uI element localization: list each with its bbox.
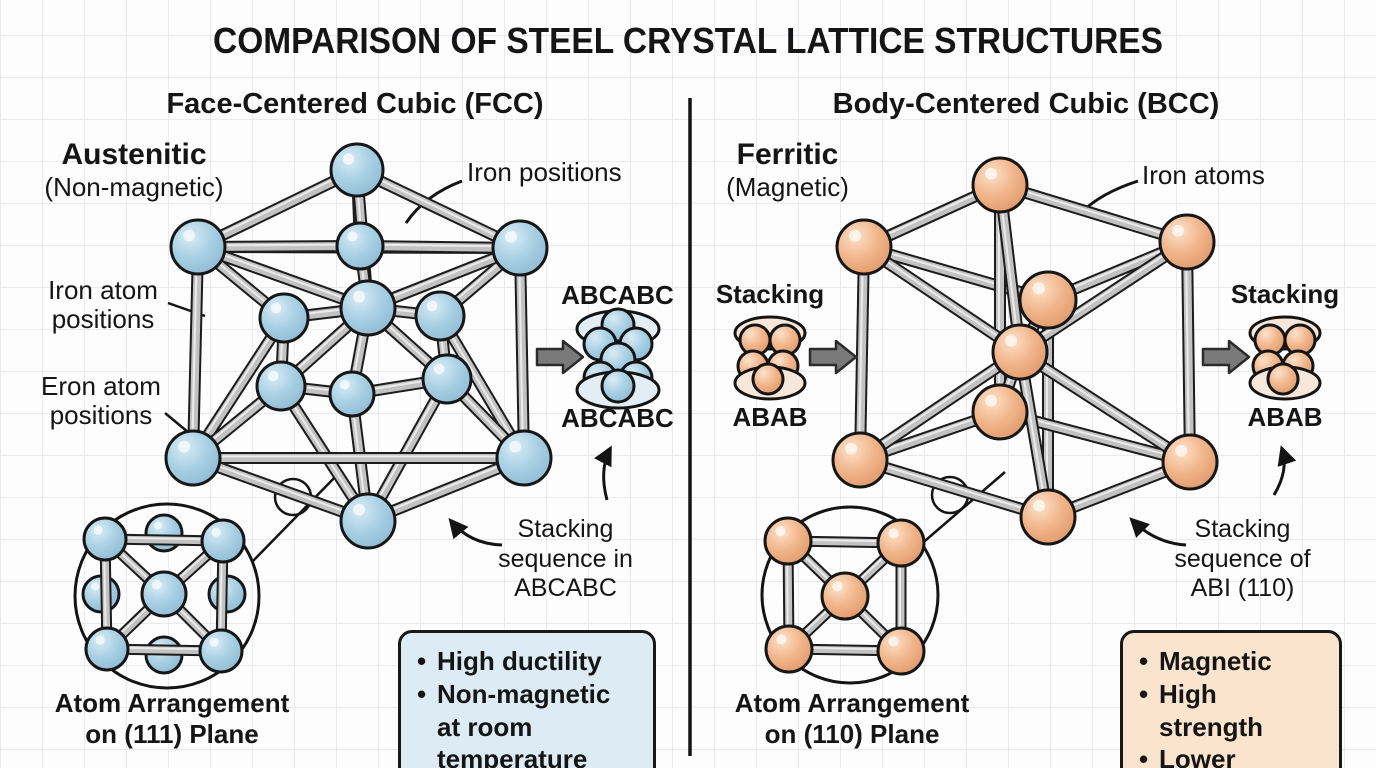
bcc-stack-sequence-right: ABAB	[1247, 402, 1323, 432]
bcc-stack-note: Stacking sequence of ABI (110)	[1174, 515, 1311, 602]
fcc-properties-box: High ductility Non-magnetic at room temp…	[398, 630, 656, 768]
bcc-stacking-label-right: Stacking	[1230, 279, 1340, 309]
bcc-phase-note: (Magnetic)	[726, 171, 849, 202]
bcc-property-item: Lower ductility	[1135, 743, 1325, 768]
bcc-inset-lattice	[763, 516, 926, 676]
fcc-iron-positions-label: Iron positions	[467, 157, 622, 187]
fcc-lattice	[164, 142, 553, 550]
bcc-seq-up-arrow	[1272, 445, 1297, 496]
bcc-inset-leader	[911, 471, 1006, 553]
bcc-property-item: High strength	[1135, 678, 1325, 744]
fcc-inset-caption: Atom Arrangement on (111) Plane	[47, 688, 297, 750]
fcc-inset-caption-line2: on (111) Plane	[85, 719, 259, 750]
bcc-header: Body-Centered Cubic (BCC)	[832, 88, 1220, 120]
fcc-seq-up-arrow	[594, 445, 612, 501]
fcc-stacking-arrow	[535, 339, 585, 375]
bcc-inset-caption-line1: Atom Arrangement	[734, 688, 970, 718]
fcc-property-item: Non-magnetic at room temperature	[413, 678, 639, 768]
fcc-properties-list: High ductility Non-magnetic at room temp…	[413, 645, 639, 768]
bcc-properties-box: Magnetic High strength Lower ductility	[1120, 630, 1342, 768]
fcc-inset-caption-line1: Atom Arrangement	[54, 688, 290, 718]
bcc-inset-caption-line2: on (110) Plane	[764, 719, 940, 750]
bcc-stack-sequence-left: ABAB	[732, 402, 808, 432]
bcc-inset-caption: Atom Arrangement on (110) Plane	[727, 688, 977, 750]
bcc-lattice	[831, 156, 1219, 546]
fcc-stack-sequence-top: ABCABC	[561, 280, 674, 310]
bcc-phase-name: Ferritic	[736, 138, 839, 171]
fcc-phase-label: Austenitic (Non-magnetic)	[24, 138, 244, 202]
fcc-inset-circle	[73, 502, 261, 690]
fcc-phase-name: Austenitic	[61, 138, 207, 171]
bcc-stacking-icon-right	[1248, 315, 1322, 401]
fcc-inset-leader	[251, 471, 341, 563]
fcc-stack-sequence-bottom: ABCABC	[561, 403, 674, 433]
bcc-inset-circle	[760, 505, 940, 685]
fcc-eron-atom-positions-label: Eron atom positions	[41, 371, 161, 431]
bcc-phase-label: Ferritic (Magnetic)	[700, 138, 875, 202]
fcc-stack-note: Stacking sequence in ABCABC	[498, 515, 633, 602]
flow-arrows	[535, 339, 1251, 375]
fcc-phase-note: (Non-magnetic)	[44, 171, 224, 202]
bcc-stacking-icon-left	[733, 315, 807, 401]
fcc-header: Face-Centered Cubic (FCC)	[166, 88, 544, 120]
bcc-left-stacking-arrow	[808, 339, 858, 375]
fcc-stacking-icon	[575, 307, 661, 410]
page-title: COMPARISON OF STEEL CRYSTAL LATTICE STRU…	[213, 20, 1163, 61]
bcc-iron-atoms-label: Iron atoms	[1142, 160, 1265, 190]
bcc-stack-note-arrow	[1129, 517, 1187, 547]
fcc-inset-lattice	[81, 513, 247, 675]
fcc-iron-atom-positions-label: Iron atom positions	[48, 275, 158, 335]
bcc-properties-list: Magnetic High strength Lower ductility	[1135, 645, 1325, 768]
bcc-property-item: Magnetic	[1135, 645, 1325, 678]
fcc-property-item: High ductility	[413, 645, 639, 678]
bcc-right-stacking-arrow	[1201, 339, 1251, 375]
bcc-stacking-label-left: Stacking	[715, 279, 825, 309]
fcc-stack-note-arrow	[448, 517, 503, 547]
